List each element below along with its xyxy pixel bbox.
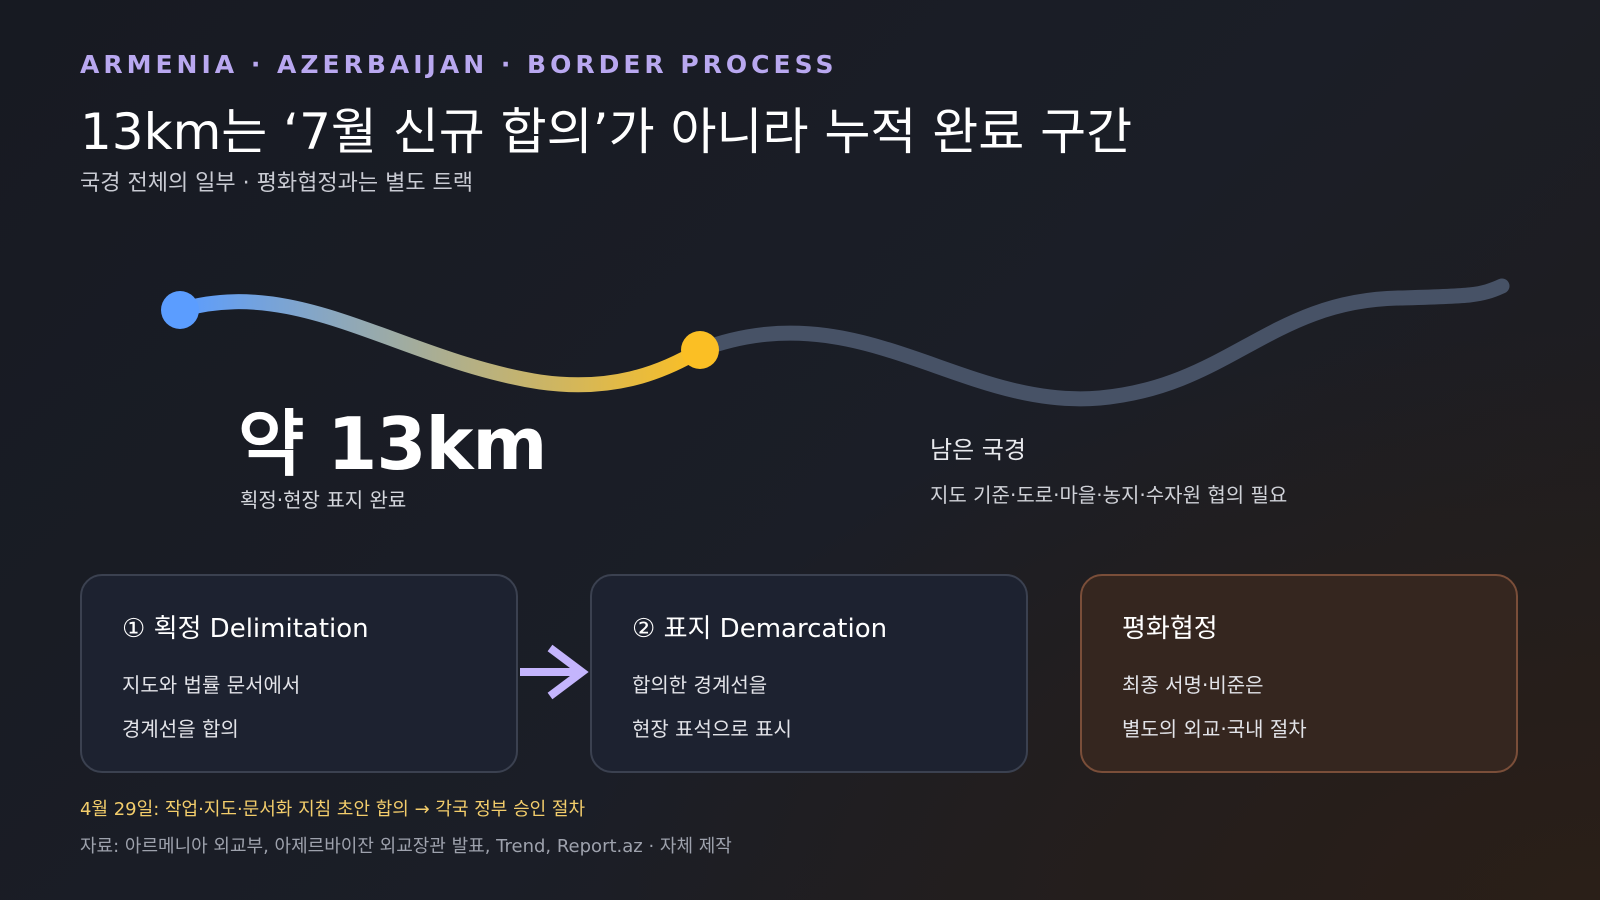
route-start-dot bbox=[161, 291, 199, 329]
card-title: ② 표지 Demarcation bbox=[632, 614, 888, 644]
source-credit: 자료: 아르메니아 외교부, 아제르바이잔 외교장관 발표, Trend, Re… bbox=[80, 836, 732, 857]
card-line: 별도의 외교·국내 절차 bbox=[1122, 717, 1307, 741]
card-demarcation: ② 표지 Demarcation 합의한 경계선을 현장 표석으로 표시 bbox=[590, 574, 1028, 773]
completed-distance-value: 약 13km bbox=[238, 402, 547, 486]
card-line: 최종 서명·비준은 bbox=[1122, 673, 1264, 697]
card-line: 합의한 경계선을 bbox=[632, 673, 768, 697]
remaining-border-title: 남은 국경 bbox=[930, 436, 1026, 464]
timeline-note: 4월 29일: 작업·지도·문서화 지침 초안 합의 → 각국 정부 승인 절차 bbox=[80, 799, 586, 820]
page-title: 13km는 ‘7월 신규 합의’가 아니라 누적 완료 구간 bbox=[80, 103, 1133, 161]
card-line: 현장 표석으로 표시 bbox=[632, 717, 792, 741]
card-title: 평화협정 bbox=[1122, 614, 1218, 644]
card-peace-treaty: 평화협정 최종 서명·비준은 별도의 외교·국내 절차 bbox=[1080, 574, 1518, 773]
completed-border-path bbox=[172, 294, 708, 393]
card-title: ① 획정 Delimitation bbox=[122, 614, 369, 644]
remaining-border-description: 지도 기준·도로·마을·농지·수자원 협의 필요 bbox=[930, 483, 1288, 507]
card-line: 경계선을 합의 bbox=[122, 717, 239, 741]
kicker-label: ARMENIA · AZERBAIJAN · BORDER PROCESS bbox=[80, 50, 838, 79]
page-subtitle: 국경 전체의 일부 · 평화협정과는 별도 트랙 bbox=[80, 171, 474, 196]
card-delimitation: ① 획정 Delimitation 지도와 법률 문서에서 경계선을 합의 bbox=[80, 574, 518, 773]
route-progress-dot bbox=[681, 331, 719, 369]
remaining-border-path bbox=[692, 278, 1510, 407]
arrow-right-icon bbox=[520, 644, 589, 700]
card-line: 지도와 법률 문서에서 bbox=[122, 673, 301, 697]
completed-distance-label: 획정·현장 표지 완료 bbox=[240, 488, 407, 512]
